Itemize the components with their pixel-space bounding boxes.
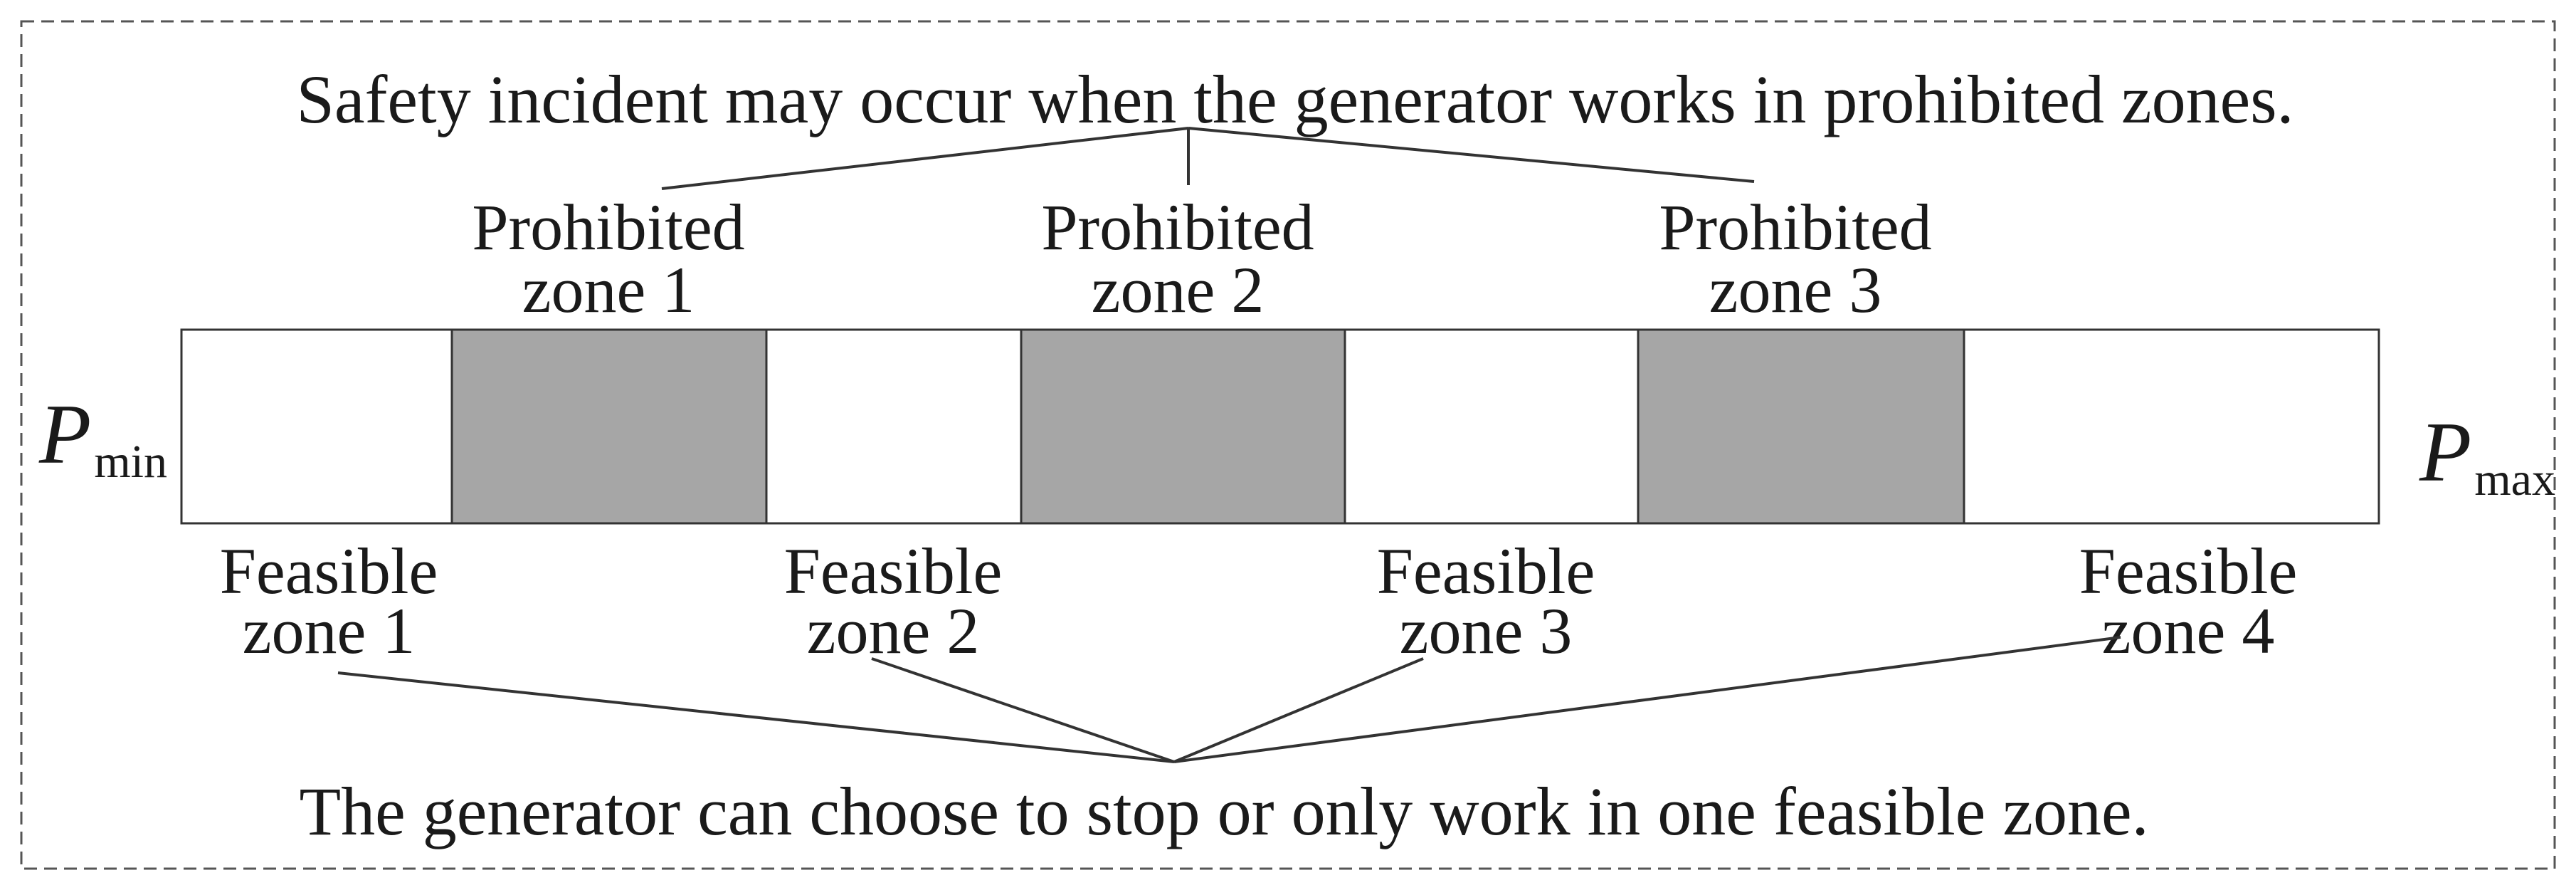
feasible-label-2-line1: Feasible <box>784 535 1003 607</box>
zone-segment-feasible-4 <box>1963 328 2380 525</box>
feasible-label-3-line2: zone 3 <box>1400 595 1573 667</box>
zone-segment-feasible-3 <box>1344 328 1640 525</box>
top-connector-1 <box>661 127 1189 190</box>
top-connectors <box>661 127 1755 190</box>
p-max-symbol: P <box>2419 404 2471 499</box>
zone-segment-feasible-1 <box>180 328 453 525</box>
feasible-label-4-line2: zone 4 <box>2102 595 2275 667</box>
zone-segment-prohibited-2 <box>1020 328 1346 525</box>
outer-dashed-frame <box>20 20 2556 870</box>
p-max-label: Pmax <box>2419 404 2555 506</box>
prohibited-label-2-line1: Prohibited <box>1041 191 1314 263</box>
bottom-connector-3 <box>1173 657 1424 763</box>
prohibited-label-2-line2: zone 2 <box>1092 253 1265 326</box>
feasible-labels: Feasible zone 1 Feasible zone 2 Feasible… <box>220 535 2298 667</box>
prohibited-label-3-line1: Prohibited <box>1659 191 1931 263</box>
prohibited-label-3-line2: zone 3 <box>1709 253 1882 326</box>
p-min-symbol: P <box>38 387 91 481</box>
top-connector-3 <box>1188 127 1755 183</box>
feasible-label-1-line1: Feasible <box>220 535 438 607</box>
p-min-subscript: min <box>94 436 167 488</box>
bottom-connector-1 <box>337 671 1175 763</box>
p-min-label: Pmin <box>38 387 167 488</box>
p-max-subscript: max <box>2474 454 2555 506</box>
feasible-label-4-line1: Feasible <box>2079 535 2298 607</box>
zone-segment-feasible-2 <box>765 328 1023 525</box>
bottom-note: The generator can choose to stop or only… <box>299 773 2148 849</box>
feasible-label-2-line2: zone 2 <box>807 595 980 667</box>
zone-bar <box>180 328 2380 525</box>
zone-segment-prohibited-1 <box>450 328 768 525</box>
zone-segment-prohibited-3 <box>1637 328 1965 525</box>
bottom-connectors <box>337 636 2121 763</box>
feasible-label-1-line2: zone 1 <box>243 595 416 667</box>
top-note: Safety incident may occur when the gener… <box>296 61 2293 137</box>
feasible-label-3-line1: Feasible <box>1377 535 1595 607</box>
prohibited-label-1-line2: zone 1 <box>522 253 695 326</box>
prohibited-labels: Prohibited zone 1 Prohibited zone 2 Proh… <box>472 191 1931 326</box>
bottom-connector-4 <box>1173 636 2121 763</box>
prohibited-label-1-line1: Prohibited <box>472 191 744 263</box>
bottom-connector-2 <box>871 657 1175 763</box>
